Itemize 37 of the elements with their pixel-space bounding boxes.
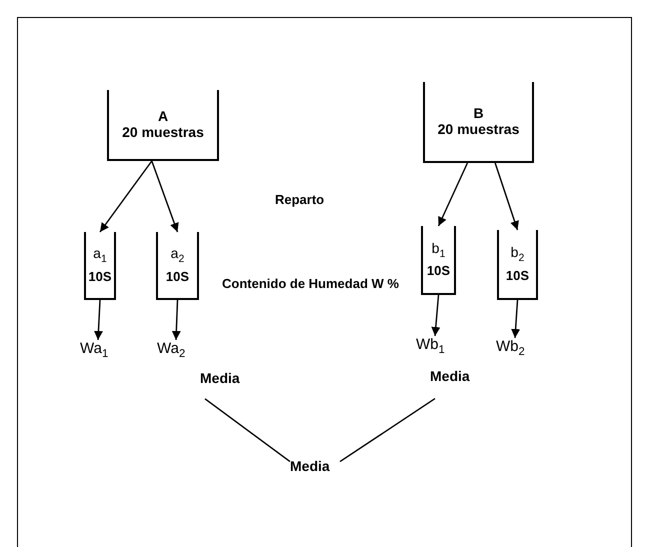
container-label: b$_{1}$ (432, 240, 446, 260)
moisture-value: Wa$_{1}$ (80, 340, 108, 361)
sample-cup (156, 232, 199, 300)
connector-line (204, 398, 290, 462)
container-label: B (473, 106, 484, 121)
mean-label: Media (430, 368, 470, 384)
sample-count: 10S (88, 270, 112, 284)
container-label: a$_{1}$ (93, 246, 107, 266)
sample-container (107, 90, 219, 161)
mean-label: Media (200, 370, 240, 386)
arrow (431, 294, 440, 336)
sample-count: 10S (166, 270, 190, 284)
arrow (151, 160, 179, 232)
sample-count: 10S (506, 268, 530, 283)
sample-count: 20 muestras (438, 122, 520, 138)
arrow (99, 160, 152, 232)
annotation-label: Reparto (275, 192, 324, 207)
sample-cup (84, 232, 116, 300)
arrow (94, 300, 103, 340)
connector-line (340, 398, 436, 462)
arrow (511, 300, 520, 338)
mean-label: Media (290, 458, 330, 474)
moisture-value: Wa$_{2}$ (157, 340, 186, 361)
arrow (438, 162, 468, 226)
sample-cup (497, 230, 538, 300)
sample-container (423, 82, 534, 163)
annotation-label: Contenido de Humedad W % (222, 276, 399, 291)
sample-count: 20 muestras (122, 125, 204, 140)
moisture-value: Wb$_{1}$ (416, 336, 445, 357)
container-label: a$_{2}$ (170, 246, 184, 266)
container-label: b$_{2}$ (510, 245, 524, 265)
sample-cup (421, 226, 456, 295)
sample-count: 10S (426, 264, 450, 278)
moisture-value: Wb$_{2}$ (496, 338, 525, 359)
arrow (172, 300, 181, 340)
arrow (494, 162, 519, 230)
container-label: A (158, 108, 168, 124)
